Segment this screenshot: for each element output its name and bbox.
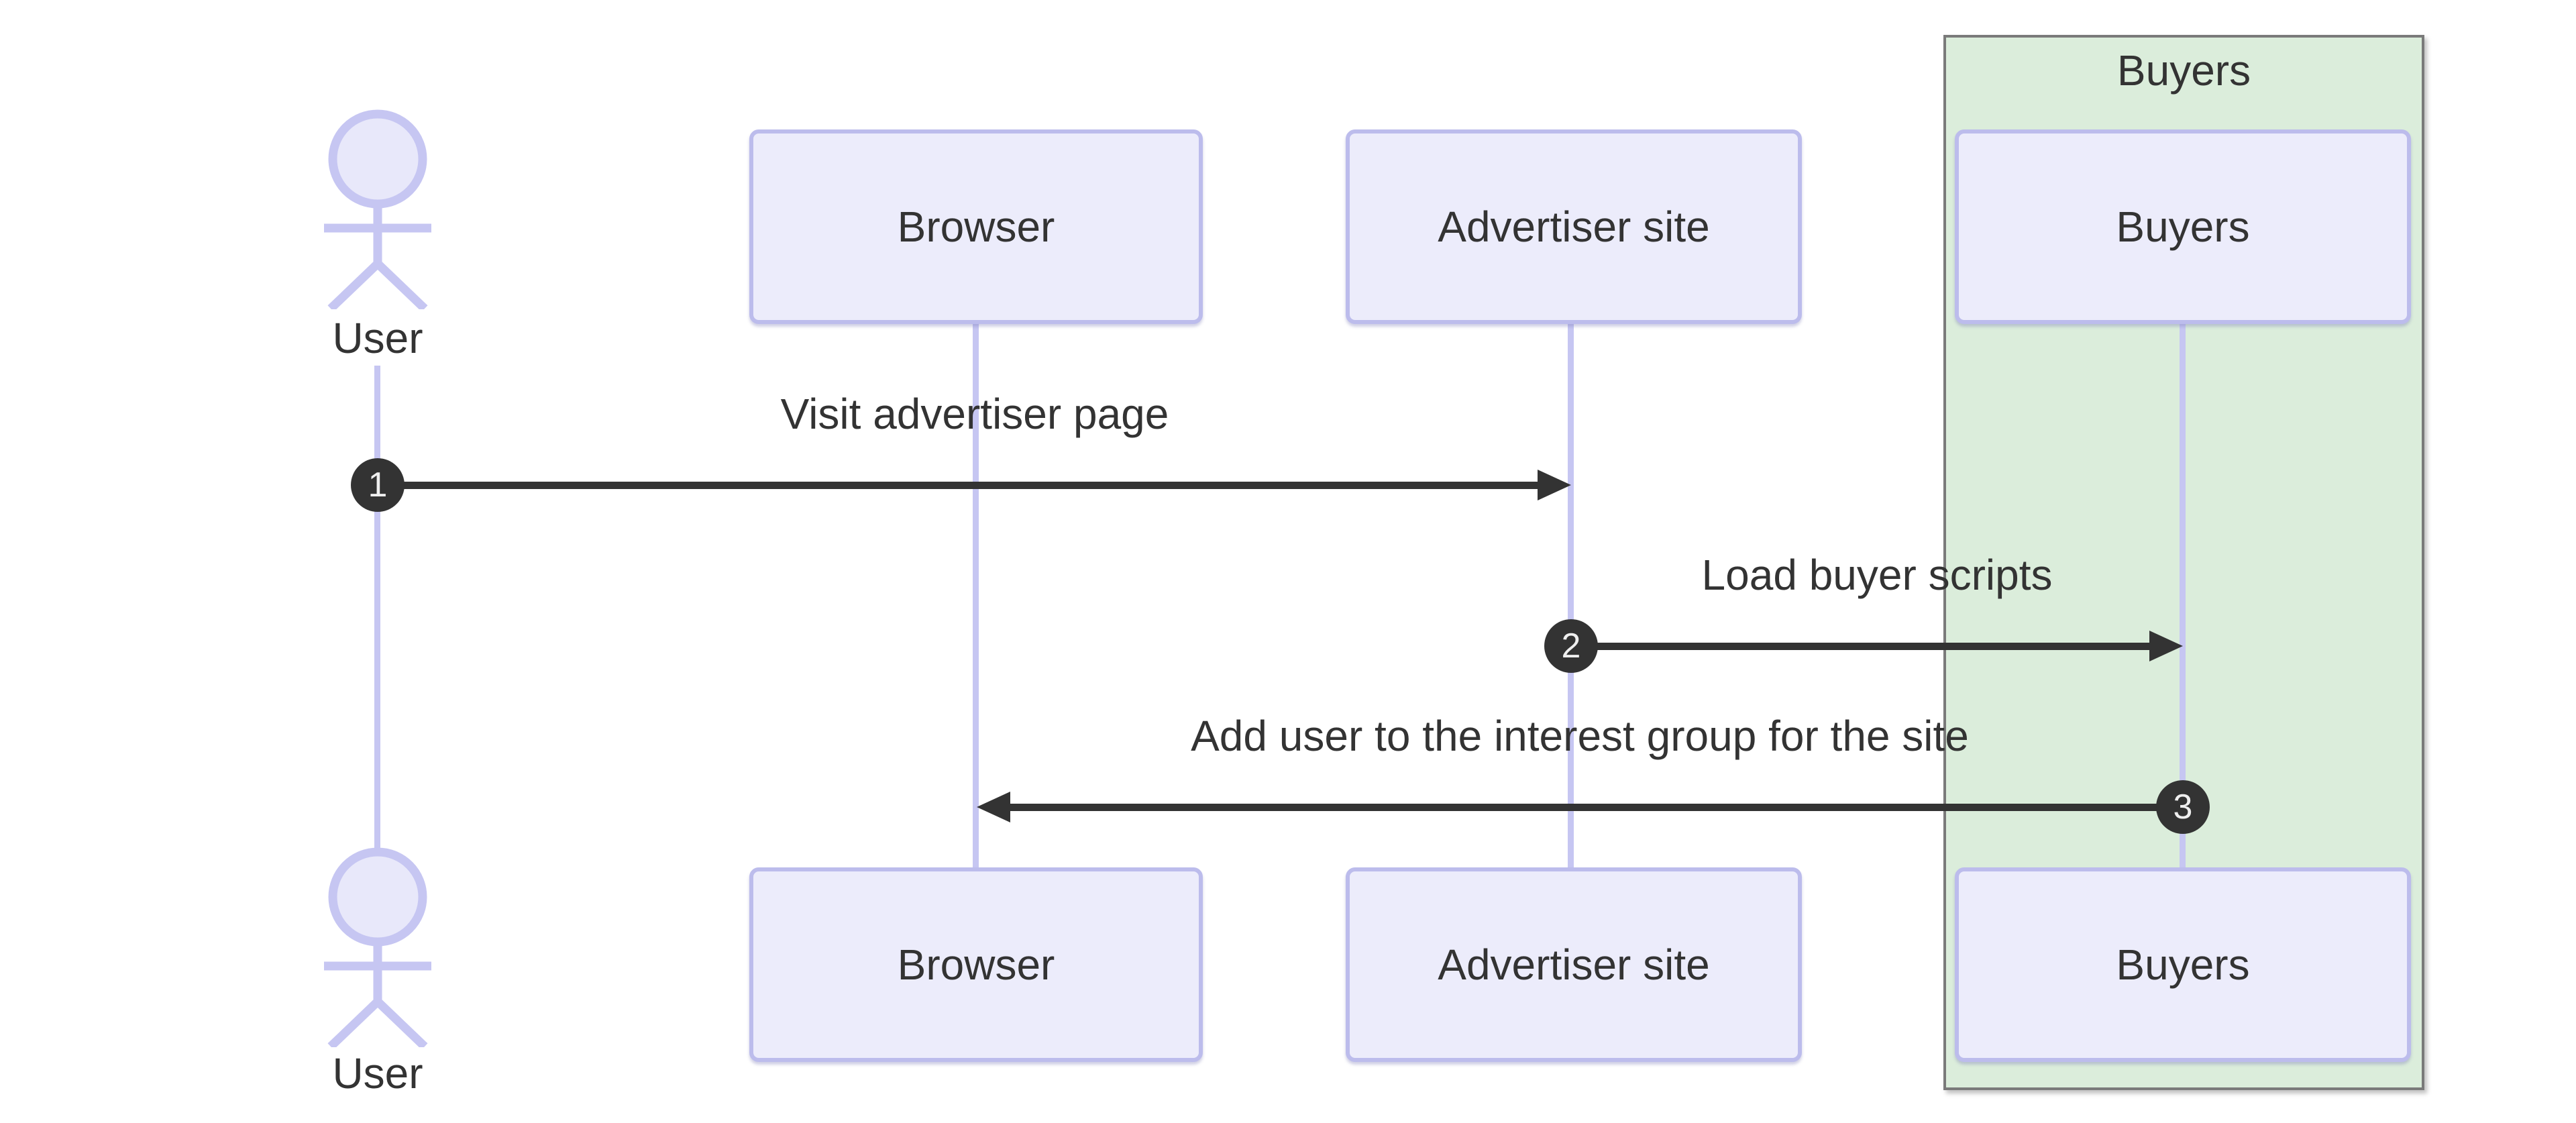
participant-label-advertiser-top: Advertiser site — [1438, 203, 1710, 251]
actor-leg-left — [327, 998, 381, 1047]
participant-box-browser-top: Browser — [749, 129, 1203, 324]
participant-label-buyers-top: Buyers — [2116, 203, 2250, 251]
actor-head — [328, 847, 427, 947]
message-2-arrowhead-icon — [2149, 631, 2183, 661]
participant-box-buyers-top: Buyers — [1955, 129, 2411, 324]
actor-label-user-top: User — [332, 314, 423, 362]
message-2-sequence-badge: 2 — [1544, 619, 1598, 673]
buyers-group-label: Buyers — [2116, 46, 2251, 95]
lifeline-user — [374, 366, 380, 852]
actor-label-user-bottom: User — [332, 1049, 423, 1098]
lifeline-buyers — [2180, 324, 2186, 867]
message-3-arrowhead-icon — [977, 792, 1010, 822]
user-actor-icon — [324, 109, 431, 309]
message-1-label: Visit advertiser page — [780, 390, 1169, 438]
participant-box-advertiser-bottom: Advertiser site — [1346, 867, 1802, 1062]
actor-leg-left — [327, 260, 381, 309]
lifeline-advertiser — [1568, 324, 1574, 867]
participant-label-advertiser-bottom: Advertiser site — [1438, 941, 1710, 989]
actor-leg-right — [374, 260, 428, 309]
message-1-arrowhead-icon — [1538, 470, 1571, 500]
participant-label-buyers-bottom: Buyers — [2116, 941, 2250, 989]
participant-box-browser-bottom: Browser — [749, 867, 1203, 1062]
participant-label-browser-top: Browser — [897, 203, 1055, 251]
message-3-sequence-badge: 3 — [2156, 780, 2210, 834]
message-1-line — [378, 482, 1540, 489]
lifeline-browser — [973, 324, 979, 867]
participant-label-browser-bottom: Browser — [897, 941, 1055, 989]
message-2-label: Load buyer scripts — [1701, 551, 2053, 599]
actor-head — [328, 109, 427, 209]
participant-box-advertiser-top: Advertiser site — [1346, 129, 1802, 324]
actor-leg-right — [374, 998, 428, 1047]
participant-box-buyers-bottom: Buyers — [1955, 867, 2411, 1062]
message-3-label: Add user to the interest group for the s… — [1191, 712, 1969, 760]
message-1-sequence-badge: 1 — [351, 458, 405, 512]
message-3-line — [1010, 804, 2183, 811]
user-actor-icon — [324, 847, 431, 1047]
message-2-line — [1571, 643, 2152, 650]
